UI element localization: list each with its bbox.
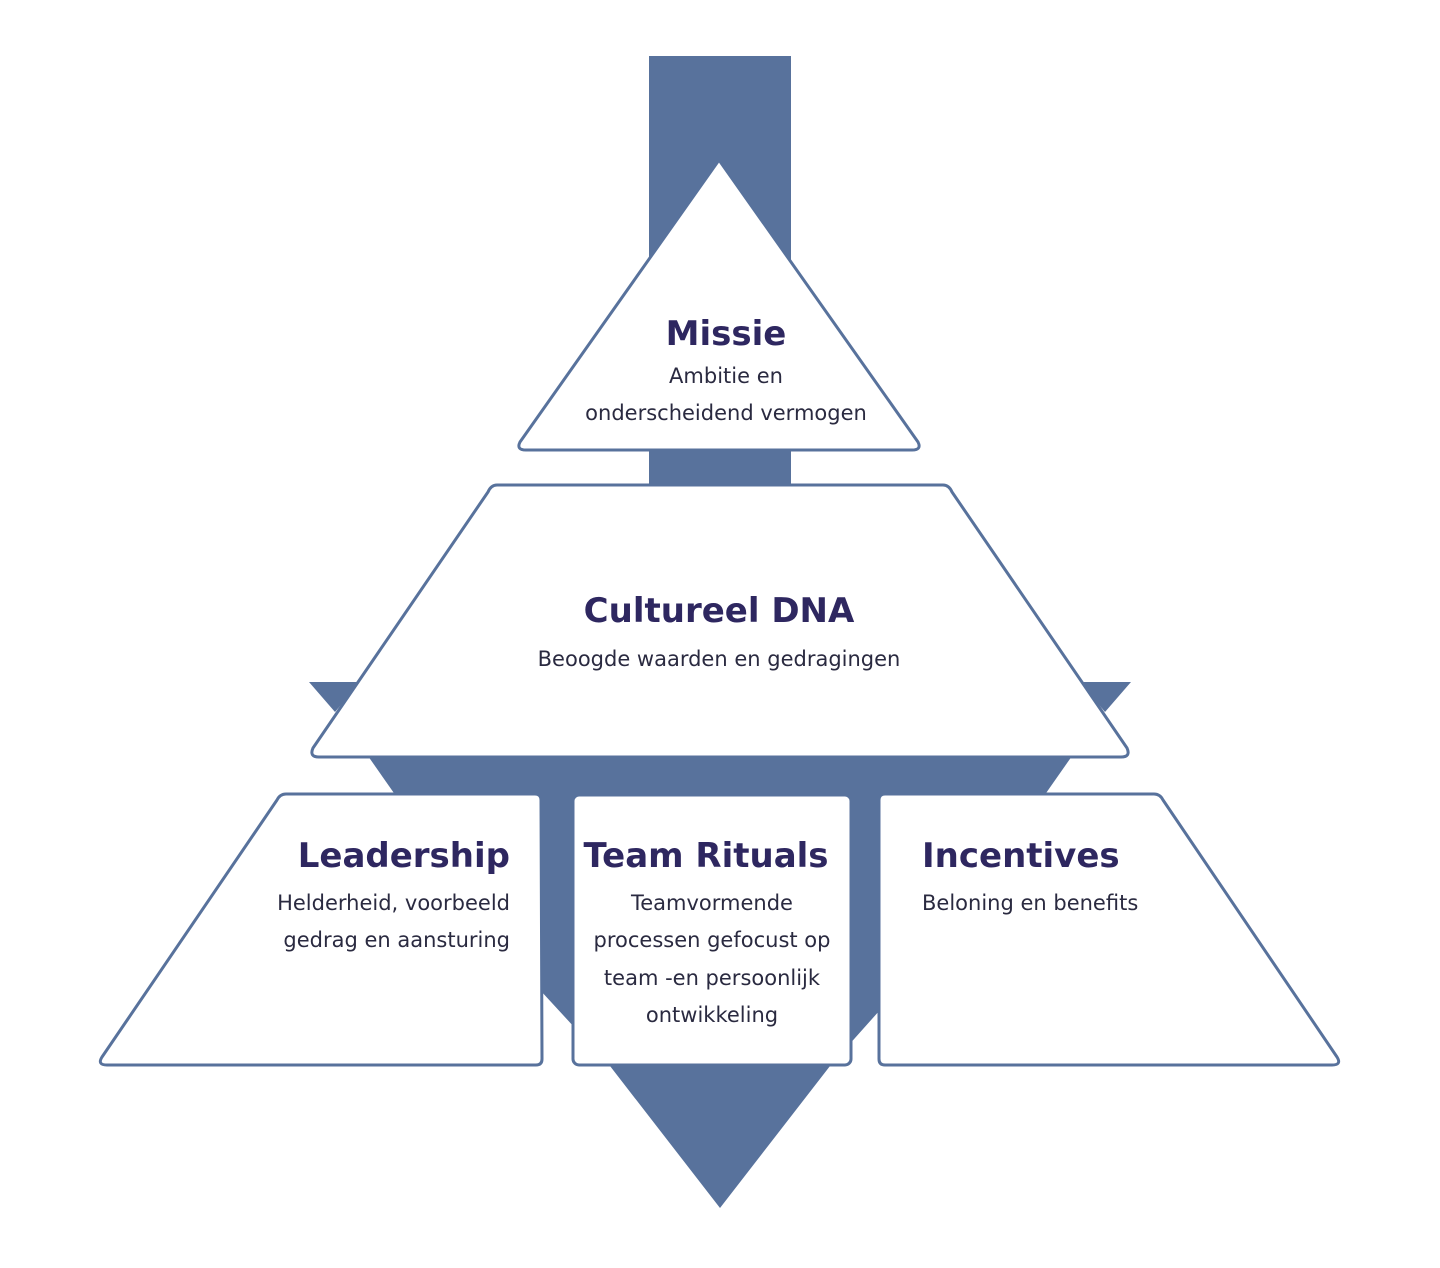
left-side-arrow-tip xyxy=(309,682,360,712)
missie-description-line-1: Ambitie en xyxy=(669,364,783,388)
team-rituals-block: Team Rituals Teamvormende processen gefo… xyxy=(571,793,853,1067)
missie-block: Missie Ambitie en onderscheidend vermoge… xyxy=(517,158,921,452)
cultureel-dna-description: Beoogde waarden en gedragingen xyxy=(538,647,901,671)
team-rituals-description-line-4: ontwikkeling xyxy=(646,1003,778,1027)
team-rituals-rectangle xyxy=(571,793,853,1067)
leadership-block: Leadership Helderheid, voorbeeld gedrag … xyxy=(98,792,544,1067)
incentives-title: Incentives xyxy=(922,836,1120,876)
leadership-title: Leadership xyxy=(298,836,510,876)
team-rituals-description-line-2: processen gefocust op xyxy=(594,928,831,952)
middle-funnel-band xyxy=(368,756,1072,796)
cultureel-dna-title: Cultureel DNA xyxy=(584,591,855,631)
incentives-block: Incentives Beloning en benefits xyxy=(877,792,1341,1067)
missie-title: Missie xyxy=(666,314,787,354)
missie-description-line-2: onderscheidend vermogen xyxy=(585,401,867,425)
right-side-arrow-tip xyxy=(1080,682,1131,712)
leadership-description-line-1: Helderheid, voorbeeld xyxy=(277,891,510,915)
missie-triangle xyxy=(517,158,921,452)
cultureel-dna-block: Cultureel DNA Beoogde waarden en gedragi… xyxy=(310,483,1130,759)
cultureel-dna-trapezoid xyxy=(310,483,1130,759)
incentives-trapezoid xyxy=(877,792,1341,1067)
leadership-trapezoid xyxy=(98,792,544,1067)
incentives-description: Beloning en benefits xyxy=(922,891,1138,915)
leadership-description-line-2: gedrag en aansturing xyxy=(283,928,510,952)
team-rituals-description-line-1: Teamvormende xyxy=(630,891,793,915)
team-rituals-title: Team Rituals xyxy=(583,836,828,876)
team-rituals-description-line-3: team -en persoonlijk xyxy=(604,966,821,990)
